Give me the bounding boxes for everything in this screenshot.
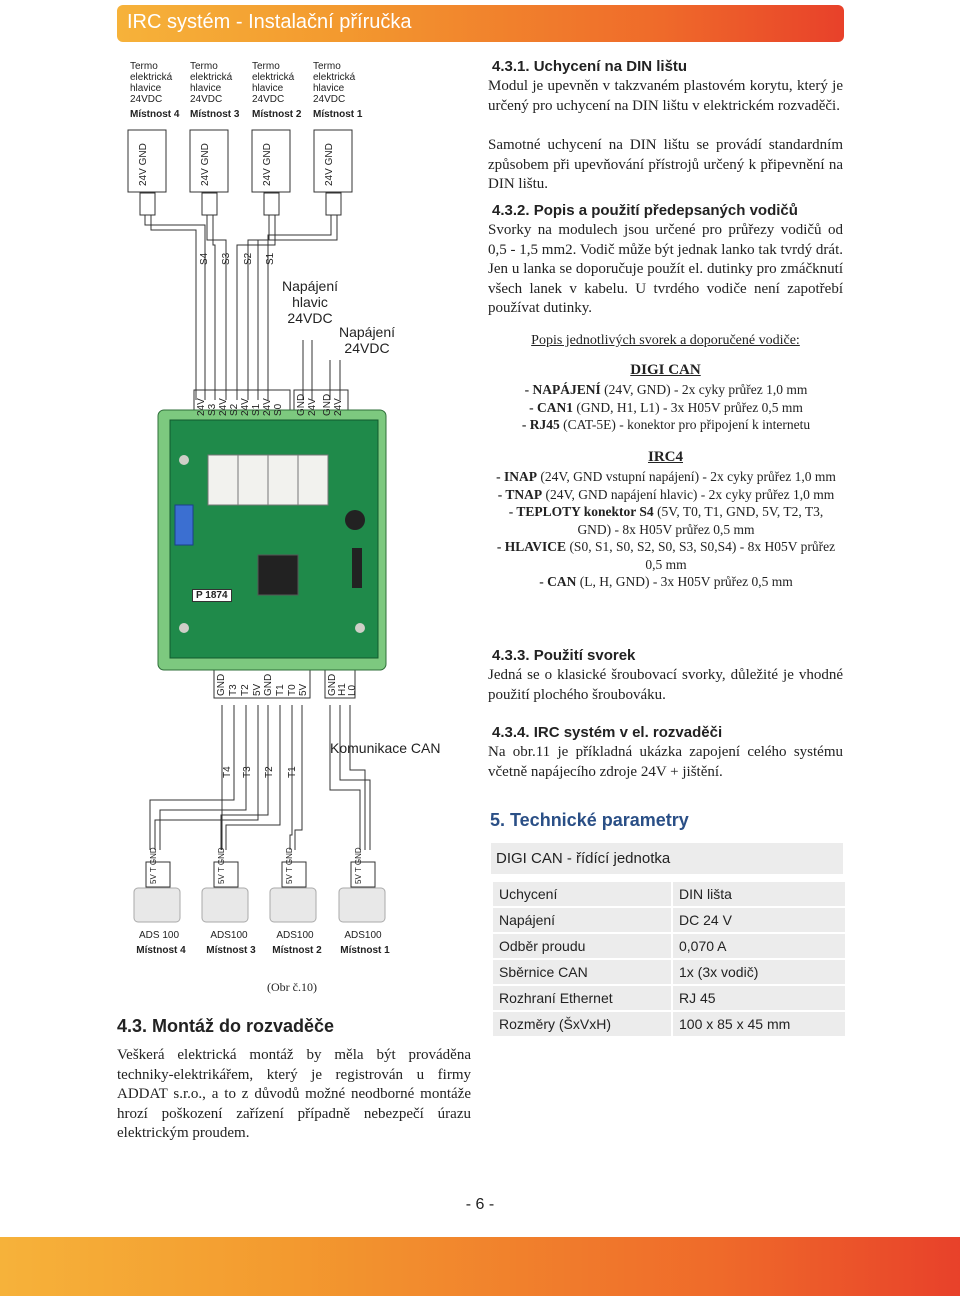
temp-label: T3 — [242, 766, 253, 778]
document-title: IRC systém - Instalační příručka — [127, 11, 412, 33]
supply-heads-label: Napájení hlavic 24VDC — [281, 278, 339, 326]
head-pin-label: 24V GND — [324, 143, 335, 186]
head-box-1 — [313, 129, 353, 193]
sensor-room-label: Místnost 1 — [340, 945, 390, 956]
terminals-subtitle: Popis jednotlivých svorek a doporučené v… — [531, 333, 800, 348]
sensor-pin-label: 5V T GND — [285, 847, 294, 884]
section-5-title: 5. Technické parametry — [490, 810, 689, 830]
sensor-model-label: ADS100 — [276, 930, 314, 941]
section-4-3-1-p2: Samotné uchycení na DIN lištu se provádí… — [488, 137, 843, 192]
section-4-3-p1: Veškerá elektrická montáž by měla být pr… — [117, 1047, 471, 1141]
signal-label: S1 — [265, 252, 276, 265]
irc4-item: - HLAVICE (S0, S1, S0, S2, S0, S3, S0,S4… — [496, 539, 836, 572]
irc4-list: - INAP (24V, GND vstupní napájení) - 2x … — [493, 468, 839, 591]
section-4-3-2-title: 4.3.2. Popis a použití předepsaných vodi… — [492, 202, 798, 219]
board-marking: P 1874 — [192, 589, 232, 602]
can-label: Komunikace CAN — [330, 740, 441, 756]
head-room-label: Místnost 3 — [190, 109, 240, 120]
head-pin-label: 24V GND — [200, 143, 211, 186]
section-4-3-title: 4.3. Montáž do rozvaděče — [117, 1016, 335, 1036]
page-number: - 6 - — [465, 1196, 495, 1213]
digi-can-item: - NAPÁJENÍ (24V, GND) - 2x cyky průřez 1… — [524, 382, 808, 397]
irc4-item: - TEPLOTY konektor S4 (5V, T0, T1, GND, … — [508, 504, 824, 537]
head-box-3 — [189, 129, 229, 193]
sensor-room-label: Místnost 2 — [272, 945, 322, 956]
head-pin-label: 24V GND — [262, 143, 273, 186]
sensor-pin-label: 5V T GND — [354, 847, 363, 884]
digi-can-list: - NAPÁJENÍ (24V, GND) - 2x cyky průřez 1… — [500, 381, 832, 434]
section-4-3-1-p1: Modul je upevněn v takzvaném plastovém k… — [488, 78, 843, 114]
head-box-2 — [251, 129, 291, 193]
sensor-room-label: Místnost 3 — [206, 945, 256, 956]
footer-bar — [0, 1237, 960, 1296]
head-pin-label: 24V GND — [138, 143, 149, 186]
sensor-model-label: ADS100 — [344, 930, 382, 941]
head-room-label: Místnost 4 — [130, 109, 180, 120]
table-row: Rozměry (ŠxVxH)100 x 85 x 45 mm — [493, 1012, 845, 1036]
section-4-3-1-title: 4.3.1. Uchycení na DIN lištu — [492, 58, 688, 75]
signal-label: S2 — [243, 252, 254, 265]
irc4-item: - CAN (L, H, GND) - 3x H05V průřez 0,5 m… — [539, 574, 793, 589]
temp-label: T1 — [287, 766, 298, 778]
head-room-label: Místnost 2 — [252, 109, 302, 120]
head-box-4 — [127, 129, 167, 193]
section-4-3-3-p1: Jedná se o klasické šroubovací svorky, d… — [488, 667, 843, 703]
section-4-3-2-p1: Svorky na modulech jsou určené pro průře… — [488, 222, 843, 316]
irc4-title: IRC4 — [647, 449, 683, 465]
signal-label: S4 — [199, 252, 210, 265]
signal-label: S3 — [221, 252, 232, 265]
sensor-pin-label: 5V T GND — [149, 847, 158, 884]
head-room-label: Místnost 1 — [313, 109, 363, 120]
sensor-model-label: ADS 100 — [138, 930, 180, 941]
spec-table-title: DIGI CAN - řídící jednotka — [491, 843, 843, 874]
digi-can-title: DIGI CAN — [630, 362, 701, 378]
temp-label: T4 — [222, 766, 233, 778]
section-4-3-3-title: 4.3.3. Použití svorek — [492, 647, 636, 664]
sensor-room-label: Místnost 4 — [136, 945, 186, 956]
sensor-pin-label: 5V T GND — [217, 847, 226, 884]
sensor-model-label: ADS100 — [210, 930, 248, 941]
digi-can-item: - RJ45 (CAT-5E) - konektor pro připojení… — [521, 417, 811, 432]
section-4-3-4-title: 4.3.4. IRC systém v el. rozvaděči — [492, 724, 723, 741]
wiring-svg — [127, 129, 387, 923]
figure-caption: (Obr č.10) — [267, 980, 317, 994]
temp-label: T2 — [264, 766, 275, 778]
digi-can-item: - CAN1 (GND, H1, L1) - 3x H05V průřez 0,… — [529, 399, 803, 415]
header-bar: IRC systém - Instalační příručka — [117, 5, 844, 42]
irc4-item: - INAP (24V, GND vstupní napájení) - 2x … — [496, 469, 836, 484]
section-4-3-4-p1: Na obr.11 je příkladná ukázka zapojení c… — [488, 744, 843, 780]
irc4-item: - TNAP (24V, GND napájení hlavic) - 2x c… — [497, 486, 835, 502]
supply-label: Napájení 24VDC — [338, 324, 396, 356]
